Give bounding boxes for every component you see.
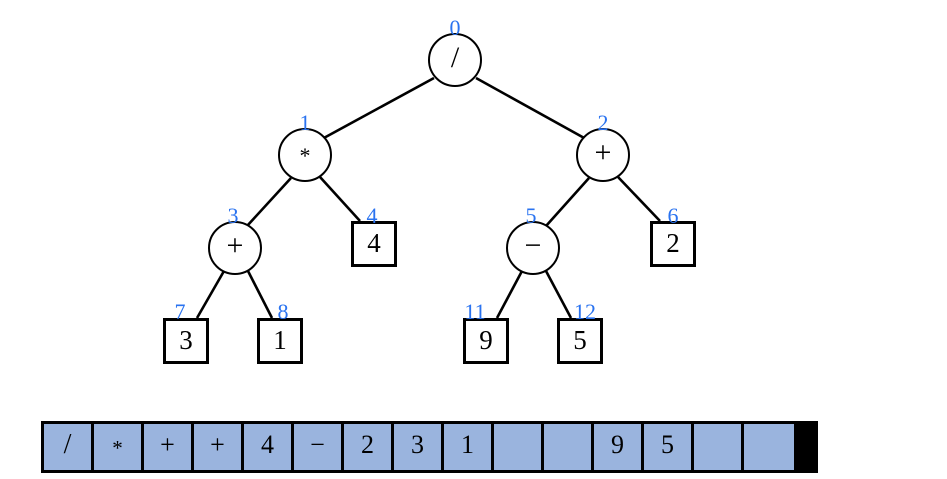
array-cell-10[interactable] <box>544 424 594 470</box>
tree-edge <box>195 270 226 319</box>
array-cell-9[interactable] <box>494 424 544 470</box>
tree-node-index-5: 5 <box>525 203 537 228</box>
tree-node-label: / <box>450 41 460 74</box>
tree-node-0[interactable]: / <box>428 33 482 87</box>
array-cell-3[interactable]: + <box>194 424 244 470</box>
tree-node-index-3: 3 <box>227 203 239 228</box>
tree-edge <box>475 76 587 141</box>
tree-node-label: * <box>299 143 311 168</box>
tree-node-label: 5 <box>573 324 587 355</box>
array-cell-5[interactable]: − <box>294 424 344 470</box>
array-cell-value: + <box>210 430 225 459</box>
array-cell-value: 4 <box>261 430 274 459</box>
tree-node-label: − <box>524 229 542 262</box>
array-cell-2[interactable]: + <box>144 424 194 470</box>
array-representation: / * + +4 − 2 3 1 9 5 <box>41 421 818 473</box>
tree-node-index-11: 11 <box>464 299 486 324</box>
tree-node-11[interactable]: 9 <box>463 318 509 364</box>
tree-edge <box>545 177 590 227</box>
tree-node-index-2: 2 <box>597 110 609 135</box>
array-cell-value: 2 <box>361 430 374 459</box>
tree-node-label: 2 <box>666 227 680 258</box>
array-cell-value: + <box>160 430 175 459</box>
tree-node-12[interactable]: 5 <box>557 318 603 364</box>
array-cell-value: 1 <box>461 430 474 459</box>
array-cell-4[interactable]: 4 <box>244 424 294 470</box>
array-cell-1[interactable]: * <box>94 424 144 470</box>
tree-node-index-4: 4 <box>366 203 378 228</box>
tree-node-index-0: 0 <box>449 15 461 40</box>
tree-node-label: 1 <box>273 324 287 355</box>
array-cell-0[interactable]: / <box>44 424 94 470</box>
tree-node-7[interactable]: 3 <box>163 318 209 364</box>
array-cell-8[interactable]: 1 <box>444 424 494 470</box>
array-cell-value: * <box>112 435 123 460</box>
array-cell-value: 3 <box>411 430 424 459</box>
tree-node-label: 3 <box>179 324 193 355</box>
tree-node-index-1: 1 <box>299 110 311 135</box>
tree-node-label: 9 <box>479 324 493 355</box>
tree-edge <box>495 270 524 319</box>
array-cell-12[interactable]: 5 <box>644 424 694 470</box>
tree-node-6[interactable]: 2 <box>650 221 696 267</box>
tree-node-label: 4 <box>367 227 381 258</box>
tree-node-index-6: 6 <box>667 203 679 228</box>
tree-node-3[interactable]: + <box>208 221 262 275</box>
tree-node-1[interactable]: * <box>278 128 332 182</box>
array-cell-value: 5 <box>661 430 674 459</box>
tree-node-8[interactable]: 1 <box>257 318 303 364</box>
array-cells: / * + +4 − 2 3 1 9 5 <box>41 421 818 473</box>
array-cell-7[interactable]: 3 <box>394 424 444 470</box>
tree-node-2[interactable]: + <box>576 128 630 182</box>
array-cell-value: / <box>63 429 72 460</box>
tree-edge <box>246 177 292 227</box>
tree-node-label: + <box>594 136 612 169</box>
tree-node-5[interactable]: − <box>506 221 560 275</box>
array-cell-14[interactable] <box>744 424 794 470</box>
tree-node-label: + <box>226 229 244 262</box>
array-cell-value: − <box>310 430 325 459</box>
tree-node-index-7: 7 <box>174 299 186 324</box>
tree-node-index-12: 12 <box>574 299 596 324</box>
array-cell-13[interactable] <box>694 424 744 470</box>
array-cell-6[interactable]: 2 <box>344 424 394 470</box>
tree-node-4[interactable]: 4 <box>351 221 397 267</box>
tree-edge <box>321 76 435 141</box>
tree-node-index-8: 8 <box>277 299 289 324</box>
array-cell-11[interactable]: 9 <box>594 424 644 470</box>
array-cell-value: 9 <box>611 430 624 459</box>
